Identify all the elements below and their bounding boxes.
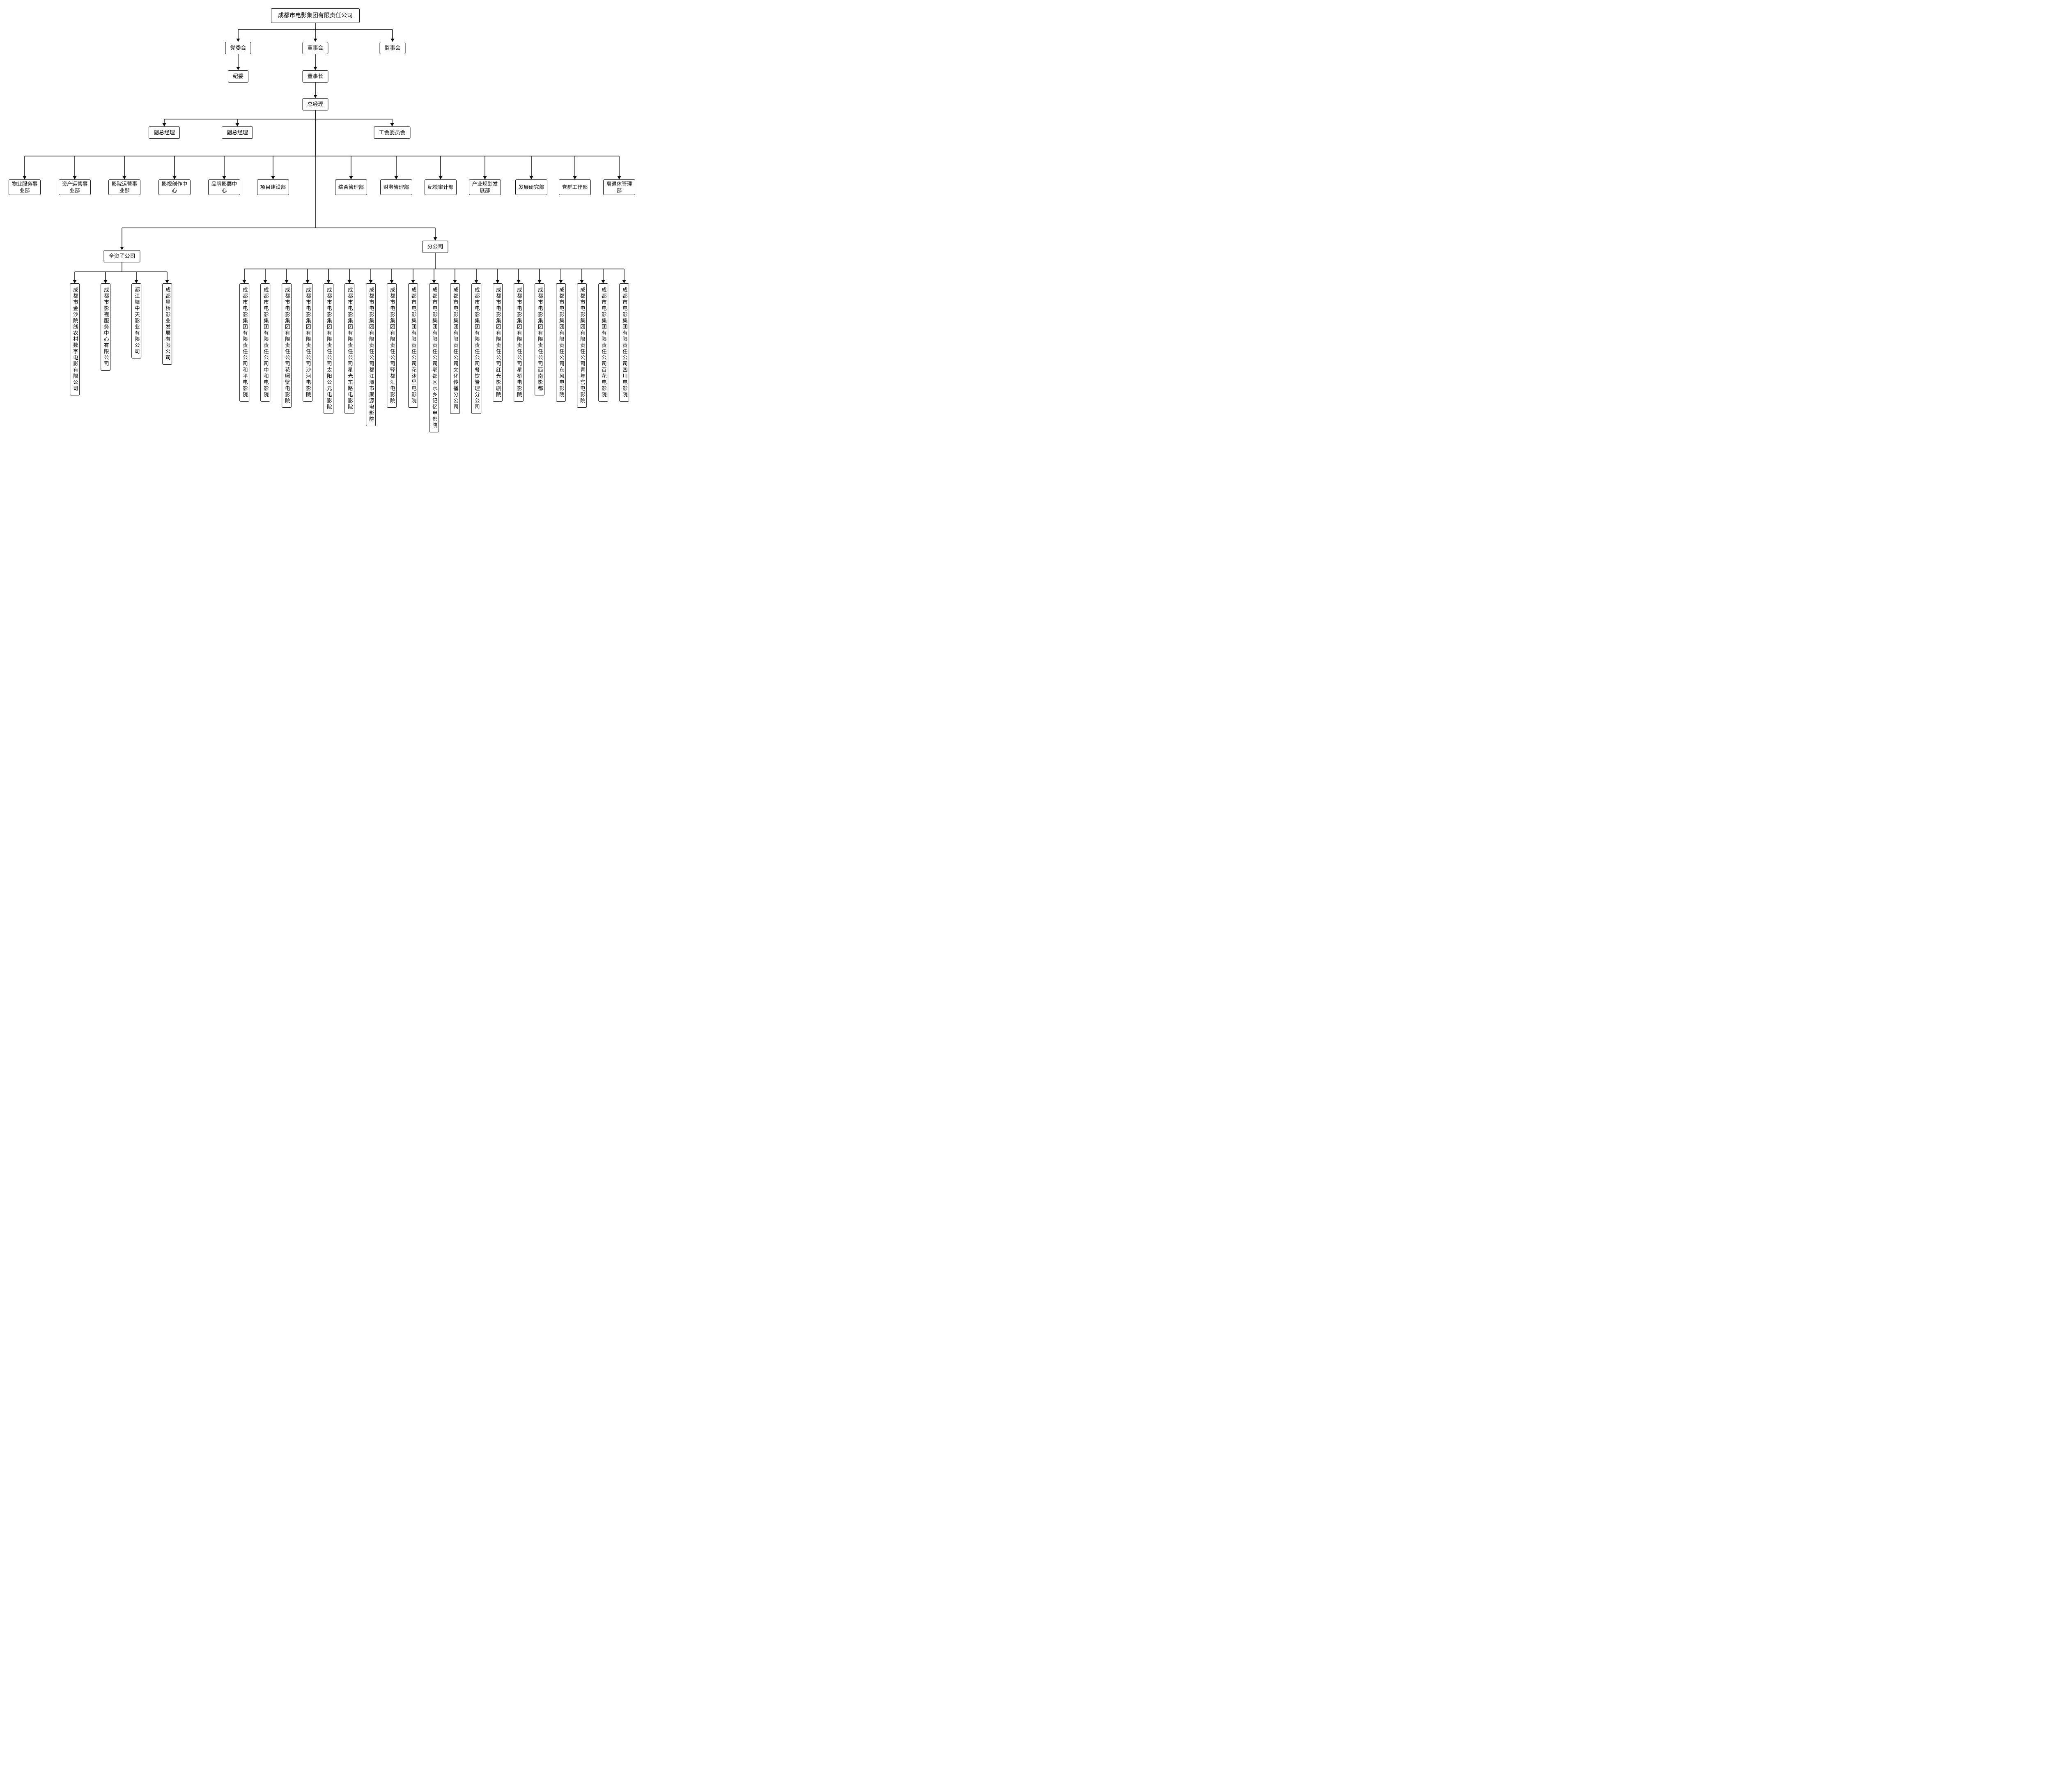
supervisory-board-node: 监事会 xyxy=(379,42,406,55)
branch-node: 成都市电影集团有限责任公司中和电影院 xyxy=(260,283,270,402)
chairman-node: 董事长 xyxy=(302,70,328,83)
dept-node: 物业服务事业部 xyxy=(9,179,41,195)
branch-node: 成都市电影集团有限责任公司红光影剧院 xyxy=(493,283,503,402)
deputy-gm-node: 副总经理 xyxy=(221,126,253,139)
dept-node: 纪检审计部 xyxy=(425,179,457,195)
branch-node: 成都市电影集团有限责任公司青年宫电影院 xyxy=(577,283,587,408)
subsidiary-node: 都江堰中天影业有限公司 xyxy=(131,283,141,358)
branch-node: 成都市电影集团有限责任公司餐饮管理分公司 xyxy=(471,283,481,414)
wholly-owned-header-node: 全资子公司 xyxy=(103,250,140,263)
branch-node: 成都市电影集团有限责任公司和平电影院 xyxy=(239,283,249,402)
subsidiary-node: 成都星桥影业发展有限公司 xyxy=(162,283,172,365)
branch-node: 成都市电影集团有限责任公司星光东路电影院 xyxy=(344,283,354,414)
deputy-gm-node: 副总经理 xyxy=(148,126,180,139)
branch-node: 成都市电影集团有限责任公司都江堰市聚源电影院 xyxy=(366,283,376,426)
subsidiary-node: 成都市影视服务中心有限公司 xyxy=(101,283,110,371)
branch-node: 成都市电影集团有限责任公司东风电影院 xyxy=(556,283,566,402)
dept-node: 产业规划发展部 xyxy=(469,179,501,195)
general-manager-node: 总经理 xyxy=(302,98,328,111)
board-of-directors-node: 董事会 xyxy=(302,42,328,55)
dept-node: 发展研究部 xyxy=(515,179,547,195)
branch-node: 成都市电影集团有限责任公司沙河电影院 xyxy=(303,283,312,402)
branch-node: 成都市电影集团有限责任公司郫都区水乡记忆电影院 xyxy=(429,283,439,432)
branch-node: 成都市电影集团有限责任公司文化传播分公司 xyxy=(450,283,460,414)
dept-node: 影院运营事业部 xyxy=(108,179,140,195)
org-chart: 成都市电影集团有限责任公司 党委会 董事会 监事会 纪委 董事长 总经理 副总经… xyxy=(0,0,642,438)
dept-node: 党群工作部 xyxy=(559,179,591,195)
branch-node: 成都市电影集团有限责任公司四川电影院 xyxy=(619,283,629,402)
dept-node: 品牌影展中心 xyxy=(208,179,240,195)
branch-node: 成都市电影集团有限责任公司花沐里电影院 xyxy=(408,283,418,408)
branch-node: 成都市电影集团有限责任公司花照壁电影院 xyxy=(282,283,292,408)
dept-node: 影视创作中心 xyxy=(158,179,191,195)
party-committee-node: 党委会 xyxy=(225,42,251,55)
branch-node: 成都市电影集团有限责任公司太阳公元电影院 xyxy=(324,283,333,414)
labor-union-node: 工会委员会 xyxy=(374,126,411,139)
subsidiary-node: 成都市金沙院线农村数字电影有限公司 xyxy=(70,283,80,395)
branch-node: 成都市电影集团有限责任公司百花电影院 xyxy=(598,283,608,402)
connector-lines xyxy=(23,23,626,283)
dept-node: 资产运营事业部 xyxy=(59,179,91,195)
branch-node: 成都市电影集团有限责任公司驿都汇电影院 xyxy=(387,283,397,408)
discipline-committee-node: 纪委 xyxy=(227,70,249,83)
dept-node: 项目建设部 xyxy=(257,179,289,195)
org-root-node: 成都市电影集团有限责任公司 xyxy=(271,8,360,23)
branch-header-node: 分公司 xyxy=(422,241,448,253)
branch-node: 成都市电影集团有限责任公司西南影都 xyxy=(535,283,544,395)
dept-node: 综合管理部 xyxy=(335,179,367,195)
dept-node: 财务管理部 xyxy=(380,179,412,195)
branch-node: 成都市电影集团有限责任公司星桥电影院 xyxy=(514,283,524,402)
dept-node: 离退休管理部 xyxy=(603,179,635,195)
